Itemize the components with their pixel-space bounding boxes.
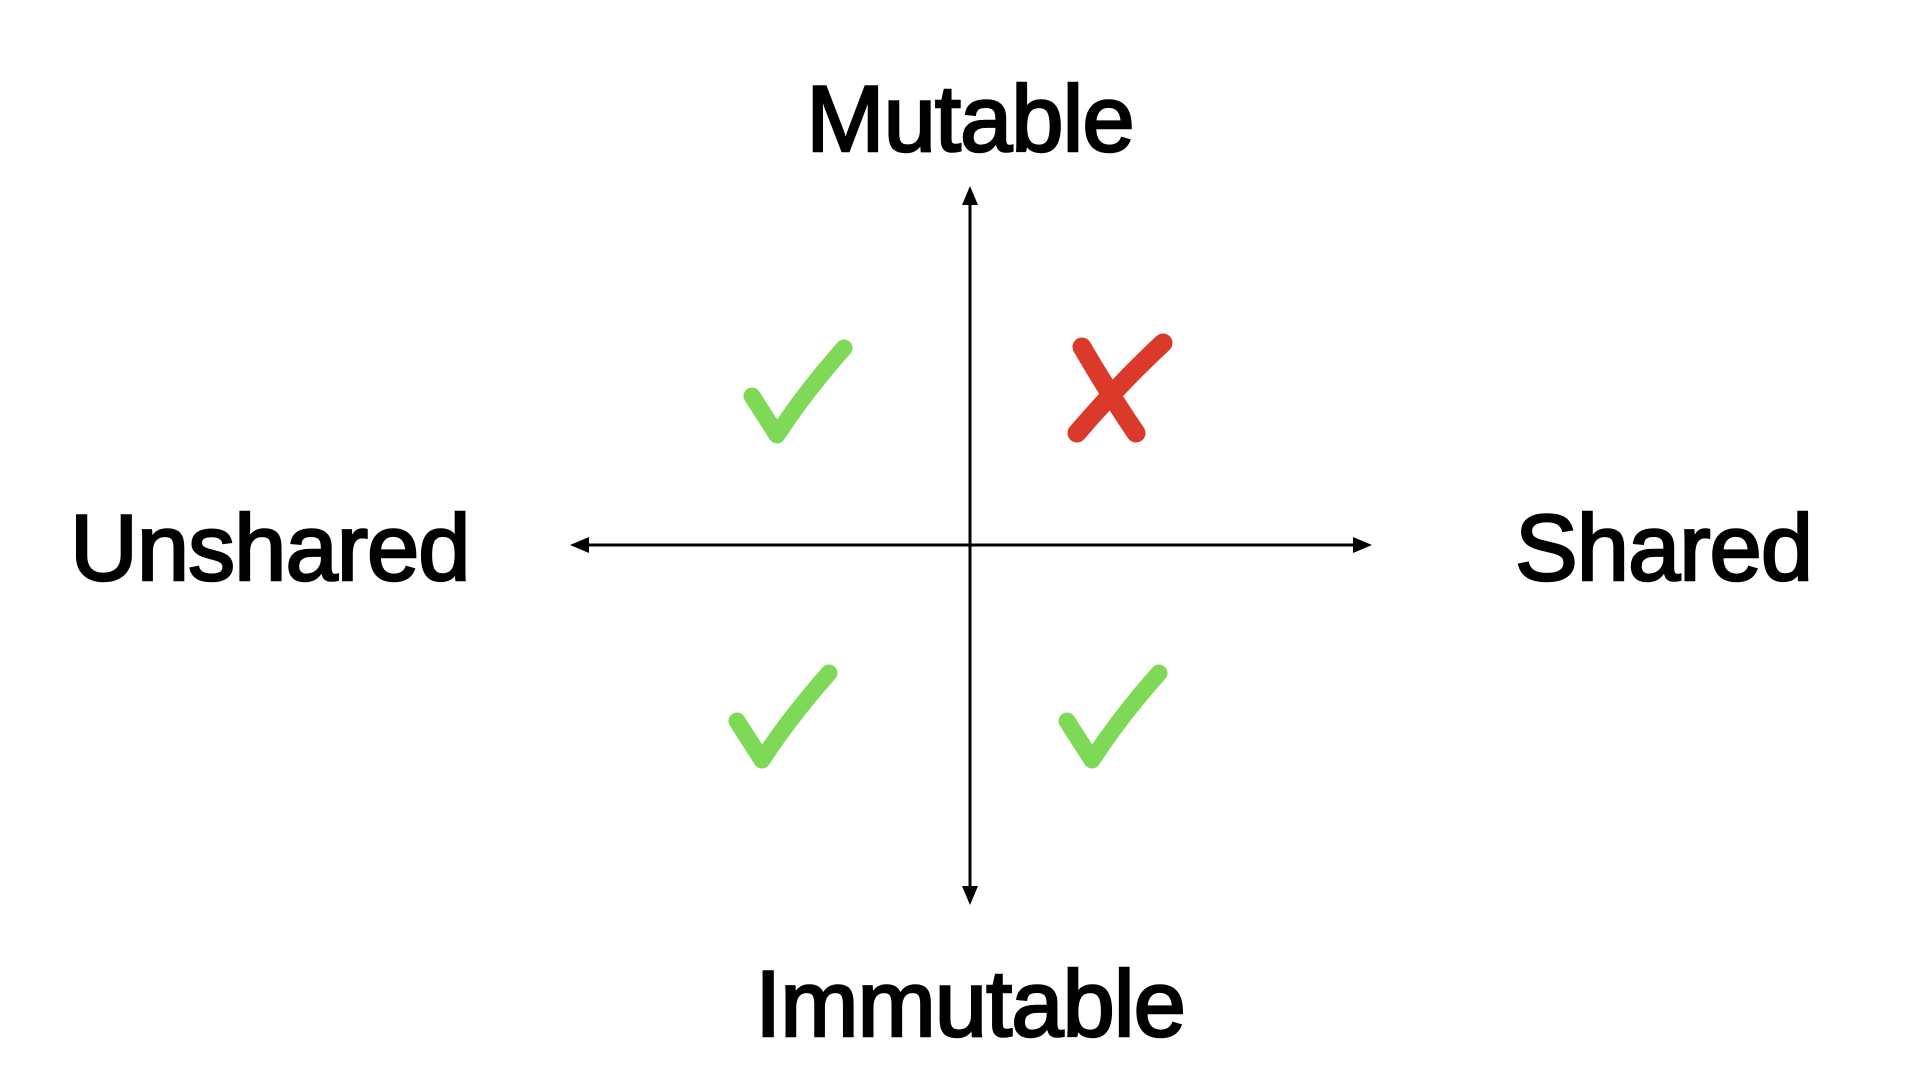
axis-label-mutable: Mutable bbox=[805, 66, 1136, 171]
check-icon bbox=[743, 339, 853, 444]
vertical-axis-arrow-down bbox=[962, 886, 978, 905]
check-icon bbox=[728, 664, 838, 769]
cross-icon bbox=[1067, 333, 1173, 443]
axis-label-immutable: Immutable bbox=[754, 951, 1187, 1056]
axis-label-shared: Shared bbox=[1514, 495, 1815, 600]
horizontal-axis-arrow-left bbox=[570, 537, 589, 553]
check-icon bbox=[1058, 664, 1168, 769]
axis-label-unshared: Unshared bbox=[69, 495, 472, 600]
horizontal-axis-arrow-right bbox=[1353, 537, 1372, 553]
vertical-axis-arrow-up bbox=[962, 186, 978, 205]
